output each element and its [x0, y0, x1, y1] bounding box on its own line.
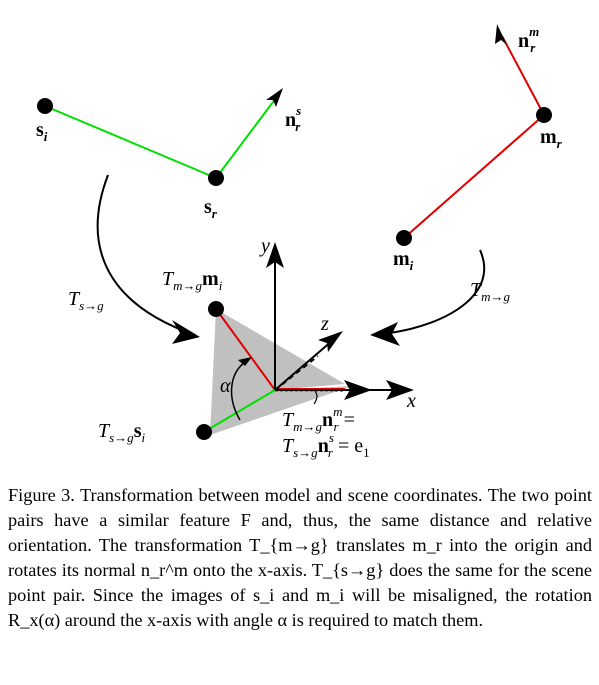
scene-point-sr — [208, 170, 224, 186]
mapped-scene-point — [196, 424, 212, 440]
label-T-s-to-g: Ts→g — [68, 288, 104, 313]
model-normal-arrowhead — [495, 24, 507, 45]
mapped-scene-line — [203, 389, 276, 433]
x-axis-arrowhead-inner — [344, 380, 372, 400]
caption-text: Figure 3. Transformation between model a… — [8, 485, 592, 630]
angle-arc-arrowhead — [238, 357, 252, 366]
label-T-m-to-g-mi: Tm→gmi — [162, 268, 223, 293]
label-si: si — [36, 119, 48, 144]
angle-arc — [230, 361, 246, 421]
scene-transform-arrow — [96, 174, 196, 336]
scene-normal-line — [215, 97, 277, 179]
label-T-s-to-g-si: Ts→gsi — [98, 420, 145, 445]
model-point-mi — [396, 230, 412, 246]
y-axis-arrowhead — [266, 242, 284, 268]
model-pair-line — [403, 114, 545, 239]
model-point-mr — [536, 107, 552, 123]
equation-pointer — [313, 389, 318, 405]
scene-transform-arrowhead — [172, 320, 200, 344]
figure-caption: Figure 3. Transformation between model a… — [8, 483, 592, 633]
shaded-plane-upper — [216, 309, 345, 390]
scene-pair-line — [44, 105, 217, 179]
model-transform-arrowhead — [370, 322, 400, 346]
axis-label-z: z — [320, 313, 329, 335]
angle-label: α — [220, 375, 231, 397]
mapped-model-point — [208, 301, 224, 317]
label-mi: mi — [393, 248, 414, 273]
model-transform-arrow — [389, 249, 486, 334]
shaded-plane — [210, 309, 352, 435]
model-normal-line — [501, 35, 545, 116]
z-axis-arrowhead — [318, 331, 343, 352]
scene-point-si — [37, 98, 53, 114]
scene-normal-arrowhead — [266, 88, 283, 107]
label-sr: sr — [204, 196, 218, 221]
z-axis-dashed — [274, 355, 319, 391]
axis-label-x: x — [406, 390, 416, 412]
label-T-m-to-g: Tm→g — [470, 279, 511, 304]
x-axis-arrowhead — [386, 380, 414, 400]
axis-label-y: y — [259, 235, 270, 257]
mapped-model-line — [215, 308, 276, 391]
label-mr: mr — [540, 126, 563, 151]
